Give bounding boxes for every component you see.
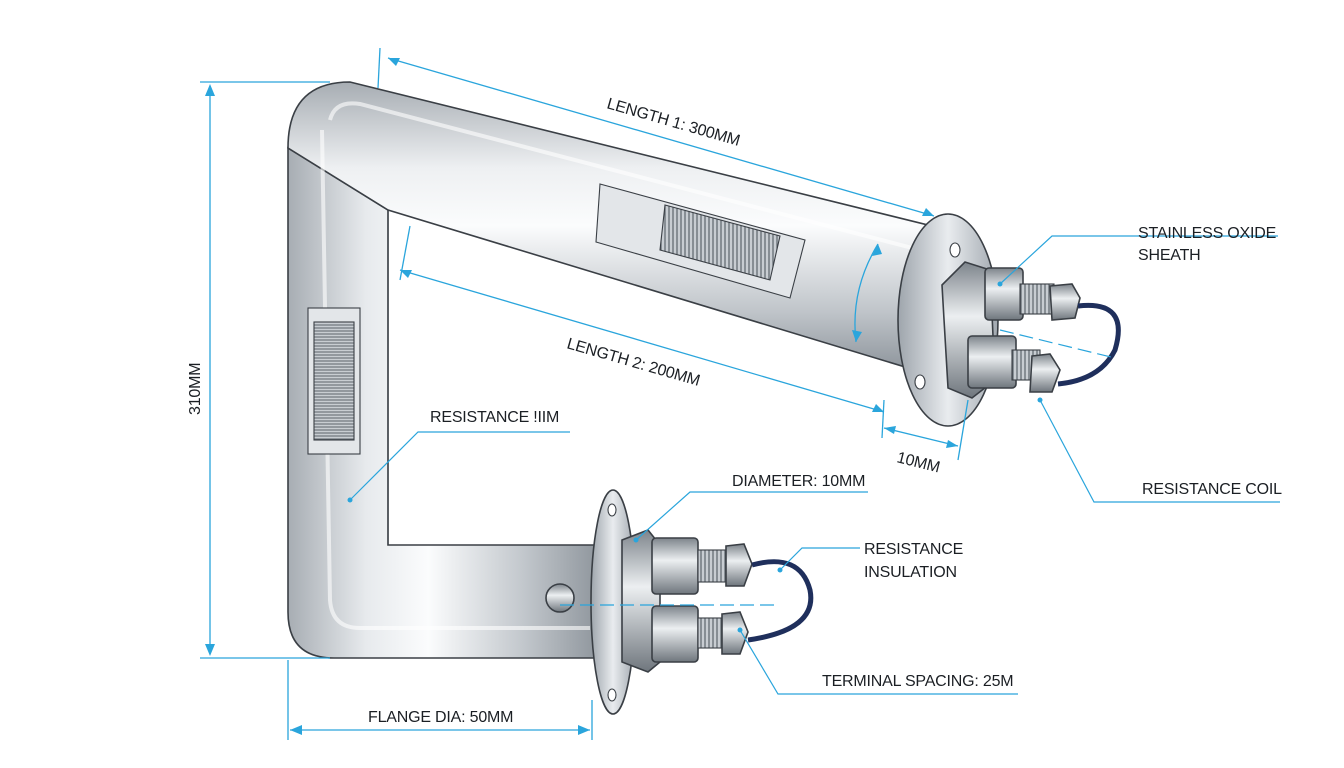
dimension-length2: [399, 225, 885, 439]
bottom-flange-assembly: [545, 489, 814, 715]
label-length1: LENGTH 1: 300MM: [605, 96, 742, 150]
label-coil-right: RESISTANCE COIL: [1142, 481, 1282, 498]
dimension-flange-thickness: [883, 399, 969, 461]
right-wire: [1057, 302, 1121, 387]
label-terminal-spacing: TERMINAL SPACING: 25M: [822, 673, 1013, 690]
bottom-wire: [747, 559, 814, 643]
label-height: 310MM: [187, 363, 204, 415]
label-diameter: DIAMETER: 10MM: [732, 473, 865, 490]
label-flange-dia: FLANGE DIA: 50MM: [368, 709, 513, 726]
right-flange-assembly: [897, 213, 1121, 427]
tube-highlight-top: [328, 101, 921, 252]
label-sheath-1: STAINLESS OXIDE: [1138, 225, 1276, 242]
label-insulation-2: INSULATION: [864, 564, 957, 581]
dimension-length1: [377, 47, 935, 217]
label-length2: LENGTH 2: 200MM: [565, 336, 702, 390]
label-insulation-1: RESISTANCE: [864, 541, 963, 558]
cutaway-vertical: [307, 307, 361, 455]
label-flange-thickness: 10MM: [895, 449, 941, 476]
dimension-diameter: [852, 243, 882, 343]
dimension-height: [200, 81, 330, 659]
label-coil-left: RESISTANCE !IIM: [430, 409, 559, 426]
cutaway-top: [595, 183, 806, 299]
dimension-flange-dia: [287, 660, 593, 740]
label-sheath-2: SHEATH: [1138, 247, 1201, 264]
leaders: [347, 235, 1280, 695]
tube-highlight: [320, 129, 590, 630]
